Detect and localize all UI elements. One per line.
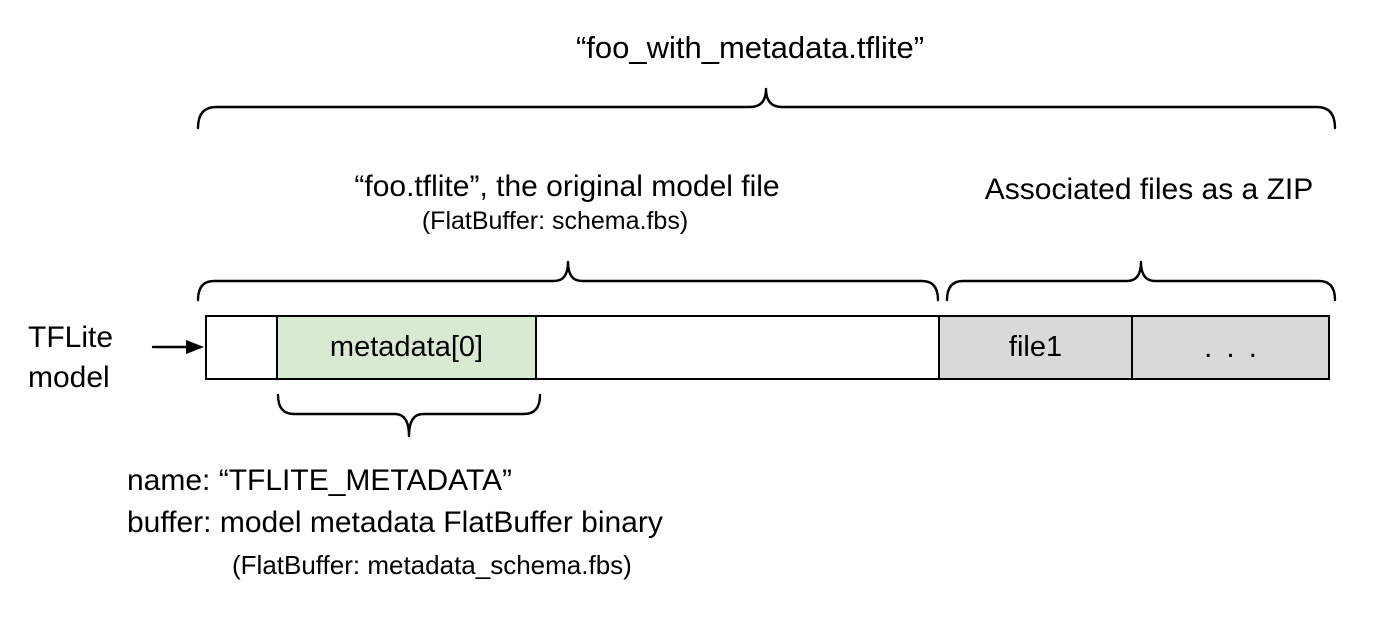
brace-whole-file <box>196 87 1337 130</box>
tflite-model-label: TFLite model <box>28 318 113 398</box>
metadata-schema-line: (FlatBuffer: metadata_schema.fbs) <box>232 550 632 580</box>
metadata-annotation: name: “TFLITE_METADATA” buffer: model me… <box>127 460 663 586</box>
brace-metadata-field <box>276 393 542 438</box>
model-file-bar: metadata[0] file1 ... <box>205 315 1330 380</box>
segment-metadata: metadata[0] <box>278 317 537 378</box>
tflite-model-label-line1: TFLite <box>28 321 114 354</box>
segment-model-body <box>537 317 940 378</box>
metadata-buffer-line: buffer: model metadata FlatBuffer binary <box>127 506 663 539</box>
brace-associated-files <box>945 260 1337 302</box>
segment-more-files-label: ... <box>1203 330 1271 364</box>
segment-file1: file1 <box>940 317 1133 378</box>
diagram-title: “foo_with_metadata.tflite” <box>575 30 925 65</box>
original-model-label: “foo.tflite”, the original model file <box>354 170 780 203</box>
tflite-model-label-line2: model <box>28 361 110 394</box>
arrow-icon <box>151 340 204 354</box>
segment-more-files: ... <box>1133 317 1328 378</box>
metadata-name-line: name: “TFLITE_METADATA” <box>127 464 513 497</box>
associated-files-label: Associated files as a ZIP <box>984 173 1314 206</box>
segment-metadata-label: metadata[0] <box>329 331 484 363</box>
segment-file1-label: file1 <box>1008 331 1063 363</box>
segment-model-header <box>207 317 278 378</box>
brace-original-model <box>196 260 940 302</box>
original-model-schema-label: (FlatBuffer: schema.fbs) <box>421 207 689 235</box>
